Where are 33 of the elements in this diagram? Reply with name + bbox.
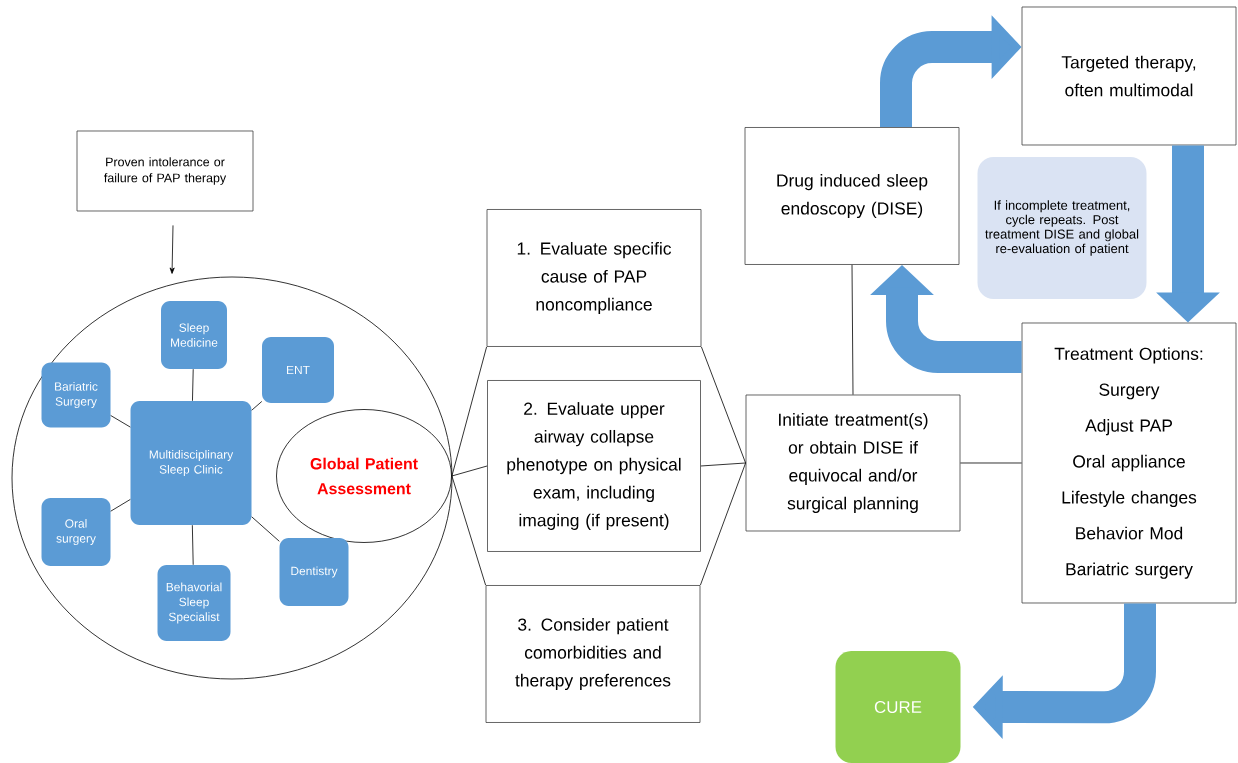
specialty-box: Sleep Medicine [161,301,227,369]
connector-line [451,346,487,477]
clinic-circle [11,276,453,680]
connector-line [251,516,280,542]
outcome-box: CURE [835,651,961,763]
connector-line [451,475,486,586]
connector-line [192,368,194,402]
connector-line [700,462,746,586]
specialty-box: ENT [262,337,334,403]
specialty-box: Bariatric Surgery [41,362,111,428]
process-box: Treatment Options: Surgery Adjust PAP Oral appliance Lifestyle changes Behavior Mod Bariatric surgery [1021,322,1237,604]
process-box: Targeted therapy, often multimodal [1021,6,1237,146]
connector-line [110,415,131,428]
specialty-box: Multidisciplinary Sleep Clinic [130,401,252,525]
arrow [169,225,175,274]
connector-line [451,465,488,477]
connector-line [700,462,746,467]
connector-line [960,462,1022,464]
connector-line [110,499,131,512]
specialty-box: Dentistry [279,538,349,606]
process-box: 1. Evaluate specific cause of PAP noncompliance [486,209,702,347]
process-box: Initiate treatment(s) or obtain DISE if equivocal and/or surgical planning [745,394,961,532]
connector-line [851,264,854,395]
connector-line [701,346,746,464]
note-box: If incomplete treatment, cycle repeats. Post treatment DISE and global re-evaluation of patient [977,157,1147,299]
process-box: Proven intolerance or failure of PAP therapy [76,130,254,212]
process-box: 3. Consider patient comorbidities and therapy preferences [485,585,701,723]
process-box: 2. Evaluate upper airway collapse phenotype on physical exam, including imaging (if present) [487,380,701,552]
specialty-box: Oral surgery [41,498,111,566]
connector-line [251,401,263,411]
connector-line [191,524,194,566]
specialty-box: Behavorial Sleep Specialist [157,565,231,641]
process-box: Drug induced sleep endoscopy (DISE) [744,127,960,265]
